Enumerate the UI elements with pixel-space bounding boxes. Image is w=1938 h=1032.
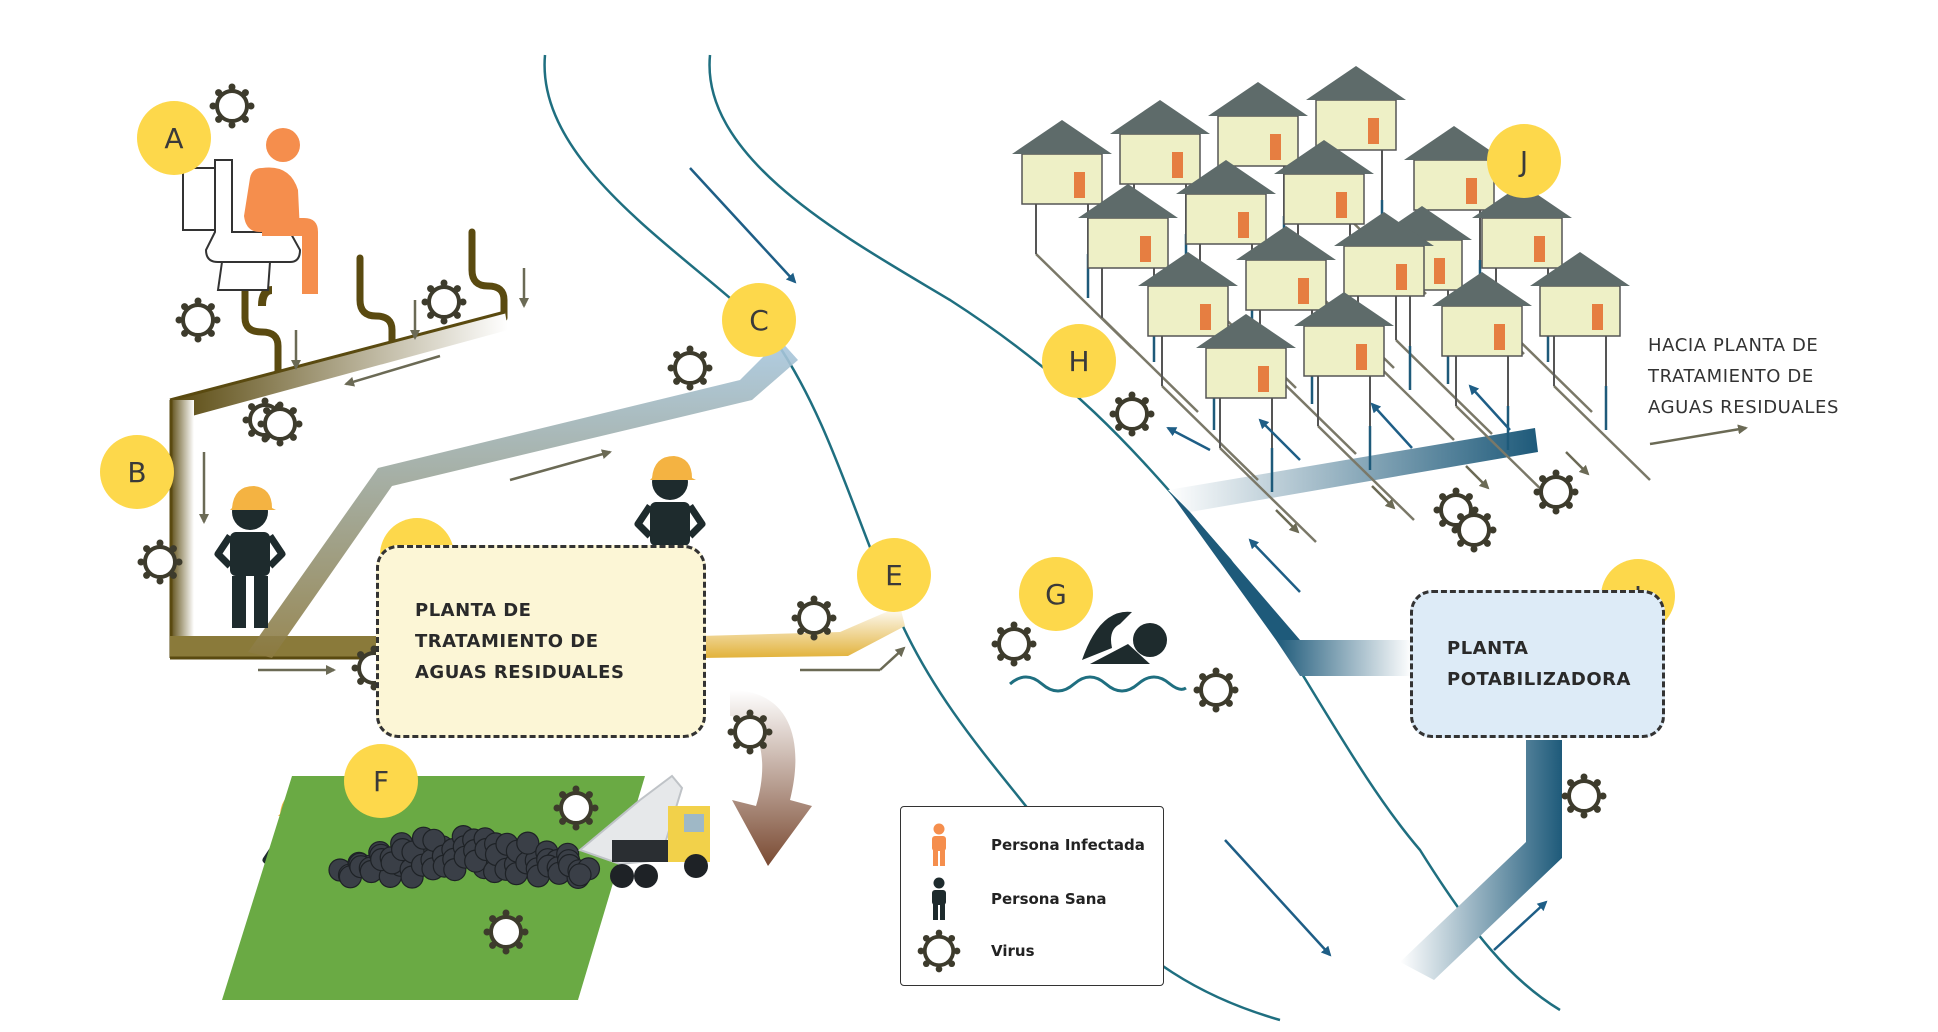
wastewater-pipe [1101, 317, 1199, 413]
treatment-plant-label: PLANTA DE TRATAMIENTO DE AGUAS RESIDUALE… [415, 600, 625, 683]
virus-icon [1191, 665, 1241, 715]
sewage-flow-arrows [199, 268, 906, 675]
virus-icon [207, 81, 257, 131]
virus-icon [135, 537, 185, 587]
legend: Persona Infectada Persona Sana Virus [900, 806, 1164, 986]
legend-label: Persona Sana [991, 890, 1107, 908]
label-badge-f: F [344, 744, 418, 818]
label-badge-c: C [722, 283, 796, 357]
label-badge-b: B [100, 435, 174, 509]
sewer-network [169, 228, 508, 660]
legend-item-infected: Persona Infectada [917, 823, 1145, 867]
treated-water-pipe [248, 340, 798, 658]
virus-icon [1449, 505, 1499, 555]
potable-plant-label: PLANTA POTABILIZADORA [1447, 638, 1631, 690]
legend-label: Persona Infectada [991, 836, 1145, 854]
swimmer [1009, 611, 1187, 693]
healthy-person-icon [917, 877, 961, 921]
virus-icon [1531, 467, 1581, 517]
label-badge-a: A [137, 101, 211, 175]
potabilization-plant: PLANTA POTABILIZADORA [1410, 590, 1665, 738]
wastewater-treatment-plant: PLANTA DE TRATAMIENTO DE AGUAS RESIDUALE… [376, 545, 706, 738]
biosolids-pellet [568, 863, 592, 887]
legend-label: Virus [991, 942, 1035, 960]
virus-icon [481, 907, 531, 957]
legend-item-virus: Virus [917, 929, 1035, 973]
house-icon [1293, 291, 1395, 427]
label-badge-e: E [857, 538, 931, 612]
virus-icon [1559, 771, 1609, 821]
wastewater-pipe [1161, 385, 1259, 481]
label-badge-j: J [1487, 124, 1561, 198]
virus-icon [989, 619, 1039, 669]
virus-icon [665, 343, 715, 393]
drinking-water-network [1168, 428, 1562, 980]
infected-person-icon [917, 823, 961, 867]
biosolids-field [222, 776, 645, 1000]
wastewater-flow-arrows [1275, 424, 1748, 534]
outlet-note: HACIA PLANTA DE TRATAMIENTO DE AGUAS RES… [1648, 335, 1839, 418]
virus-icon [419, 277, 469, 327]
worker-healthy-person [218, 486, 282, 628]
virus-icon [255, 399, 305, 449]
label-badge-g: G [1019, 557, 1093, 631]
drinking-flow-arrows [1166, 384, 1548, 951]
virus-icon [789, 593, 839, 643]
virus-icon [725, 707, 775, 757]
wastewater-pipe [1395, 339, 1493, 435]
river-flow-arrow [1224, 839, 1332, 957]
wastewater-pipe [1553, 385, 1651, 481]
dump-truck [578, 774, 710, 888]
housing-cluster [1011, 65, 1631, 449]
biosolids-pile [328, 824, 601, 890]
effluent-pipe [700, 606, 905, 658]
virus-icon [1107, 389, 1157, 439]
river-flow-arrow [689, 167, 797, 284]
legend-item-healthy: Persona Sana [917, 877, 1107, 921]
wastewater-pipe [1455, 405, 1553, 501]
sludge-arrow [730, 690, 812, 866]
label-badge-h: H [1042, 324, 1116, 398]
biosolids-pellet [516, 831, 540, 855]
wastewater-pipe [1219, 447, 1317, 543]
virus-icon [551, 783, 601, 833]
virus-icon [917, 929, 961, 973]
infected-person-on-toilet [182, 128, 318, 294]
virus-icon [173, 295, 223, 345]
wastewater-pipe [1317, 425, 1415, 521]
